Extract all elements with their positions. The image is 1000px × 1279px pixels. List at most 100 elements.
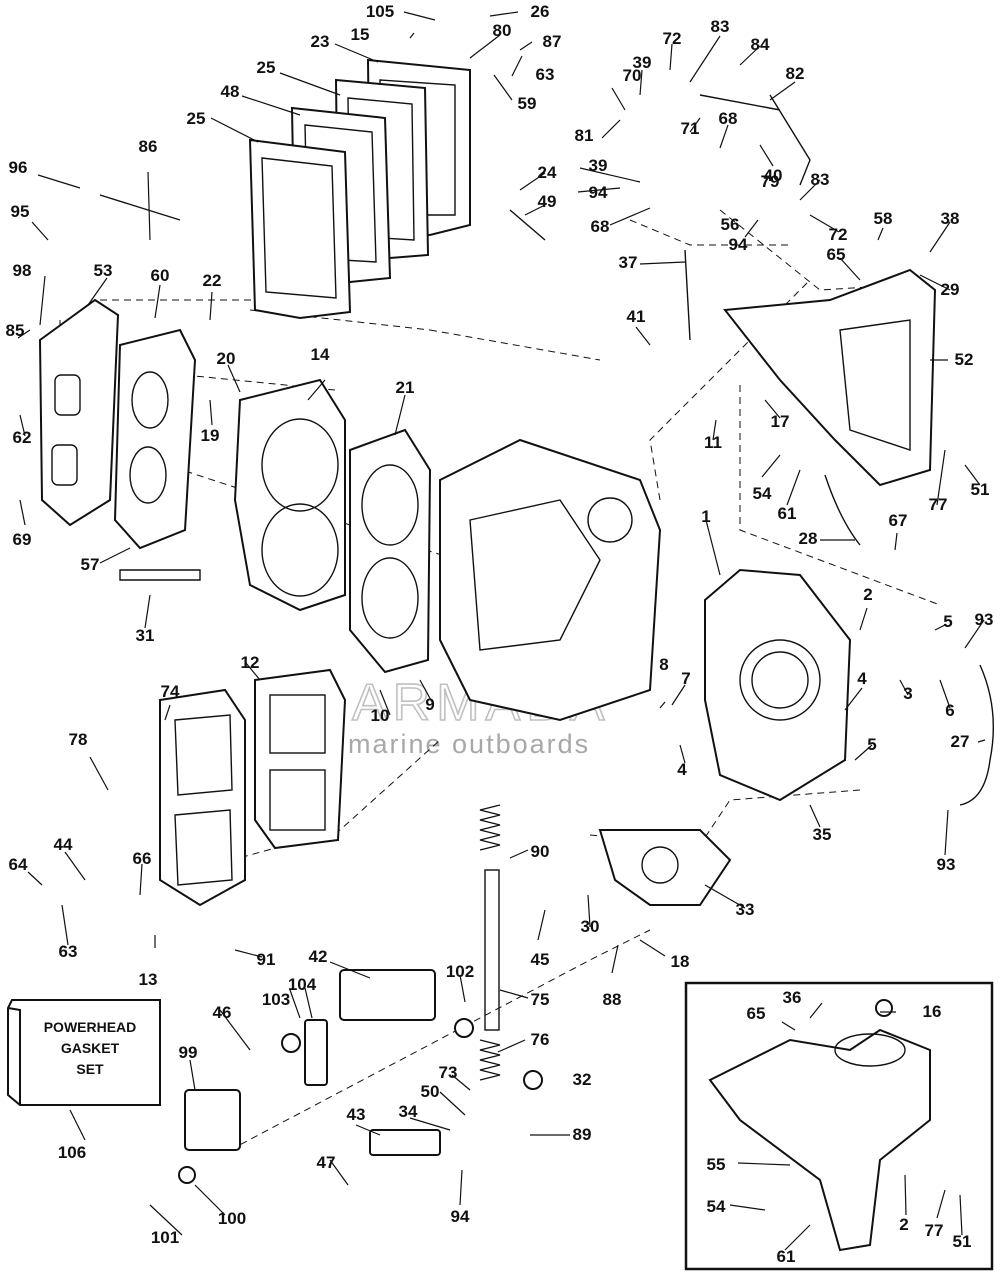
callout-20: 20 <box>217 349 236 368</box>
callout-61: 61 <box>778 504 797 523</box>
callout-10: 10 <box>371 706 390 725</box>
callout-69: 69 <box>13 530 32 549</box>
exhaust-gasket-25b <box>248 138 352 320</box>
callout-64: 64 <box>9 855 28 874</box>
callout-93: 93 <box>937 855 956 874</box>
callout-8: 8 <box>659 655 668 674</box>
callout-47: 47 <box>317 1153 336 1172</box>
callout-38: 38 <box>941 209 960 228</box>
callout-68: 68 <box>591 217 610 236</box>
gasket-set-line2: GASKET <box>61 1040 120 1056</box>
callout-71: 71 <box>681 119 700 138</box>
head-gasket-21 <box>349 428 432 674</box>
cylinder-block <box>439 438 662 722</box>
gasket-set-line3: SET <box>76 1061 104 1077</box>
callout-94: 94 <box>451 1207 470 1226</box>
callout-40: 40 <box>764 166 783 185</box>
callout-80: 80 <box>493 21 512 40</box>
callout-88: 88 <box>603 990 622 1009</box>
callout-37: 37 <box>619 253 638 272</box>
callout-52: 52 <box>955 350 974 369</box>
callout-45: 45 <box>531 950 550 969</box>
callout-30: 30 <box>581 917 600 936</box>
small-parts <box>99 94 994 1184</box>
callout-48: 48 <box>221 82 240 101</box>
callout-70: 70 <box>623 66 642 85</box>
callout-105: 105 <box>366 2 394 21</box>
callout-42: 42 <box>309 947 328 966</box>
callout-34: 34 <box>399 1102 418 1121</box>
callout-39: 39 <box>633 53 652 72</box>
intake-cover-74 <box>159 688 246 907</box>
callout-36: 36 <box>783 988 802 1007</box>
callout-43: 43 <box>347 1105 366 1124</box>
callout-53: 53 <box>94 261 113 280</box>
callout-15: 15 <box>351 25 370 44</box>
callout-79: 79 <box>761 172 780 191</box>
callout-98: 98 <box>13 261 32 280</box>
intake-gasket-12 <box>254 668 347 850</box>
callout-19: 19 <box>201 426 220 445</box>
callout-25: 25 <box>257 58 276 77</box>
callout-60: 60 <box>151 266 170 285</box>
gasket-set-box: POWERHEAD GASKET SET <box>7 999 161 1106</box>
callout-54: 54 <box>707 1197 726 1216</box>
callout-23: 23 <box>311 32 330 51</box>
callout-87: 87 <box>543 32 562 51</box>
callout-18: 18 <box>671 952 690 971</box>
gasket-set-line1: POWERHEAD <box>44 1019 137 1035</box>
parts: POWERHEAD GASKET SET <box>7 58 994 1271</box>
callout-41: 41 <box>627 307 646 326</box>
callout-56: 56 <box>721 215 740 234</box>
callout-4: 4 <box>857 669 867 688</box>
callout-9: 9 <box>425 695 434 714</box>
callout-25: 25 <box>187 109 206 128</box>
callout-102: 102 <box>446 962 474 981</box>
callout-93: 93 <box>975 610 994 629</box>
callout-51: 51 <box>971 480 990 499</box>
callout-77: 77 <box>929 495 948 514</box>
callout-5: 5 <box>943 612 952 631</box>
callout-84: 84 <box>751 35 770 54</box>
callout-82: 82 <box>786 64 805 83</box>
callout-89: 89 <box>573 1125 592 1144</box>
leader-lines <box>17 11 986 1251</box>
callout-72: 72 <box>663 29 682 48</box>
callout-35: 35 <box>813 825 832 844</box>
callout-49: 49 <box>538 192 557 211</box>
callout-29: 29 <box>941 280 960 299</box>
callout-99: 99 <box>179 1043 198 1062</box>
callout-27: 27 <box>951 732 970 751</box>
callout-67: 67 <box>889 511 908 530</box>
callout-81: 81 <box>575 126 594 145</box>
inset-box <box>684 981 994 1271</box>
callout-2: 2 <box>863 585 872 604</box>
callout-16: 16 <box>923 1002 942 1021</box>
callout-7: 7 <box>681 669 690 688</box>
callout-76: 76 <box>531 1030 550 1049</box>
cylinder-head-14 <box>233 378 346 612</box>
callout-13: 13 <box>139 970 158 989</box>
callout-100: 100 <box>218 1209 246 1228</box>
callout-85: 85 <box>6 321 25 340</box>
callout-14: 14 <box>311 345 330 364</box>
callout-55: 55 <box>707 1155 726 1174</box>
callout-50: 50 <box>421 1082 440 1101</box>
callout-78: 78 <box>69 730 88 749</box>
callout-83: 83 <box>711 17 730 36</box>
crankcase-1 <box>704 568 852 802</box>
callout-54: 54 <box>753 484 772 503</box>
callout-86: 86 <box>139 137 158 156</box>
throttle-cam-33 <box>598 829 732 906</box>
callout-65: 65 <box>747 1004 766 1023</box>
callout-28: 28 <box>799 529 818 548</box>
callout-33: 33 <box>736 900 755 919</box>
callout-46: 46 <box>213 1003 232 1022</box>
bypass-gasket-57 <box>113 328 197 550</box>
callout-51: 51 <box>953 1232 972 1251</box>
callout-21: 21 <box>396 378 415 397</box>
callout-73: 73 <box>439 1063 458 1082</box>
callout-96: 96 <box>9 158 28 177</box>
